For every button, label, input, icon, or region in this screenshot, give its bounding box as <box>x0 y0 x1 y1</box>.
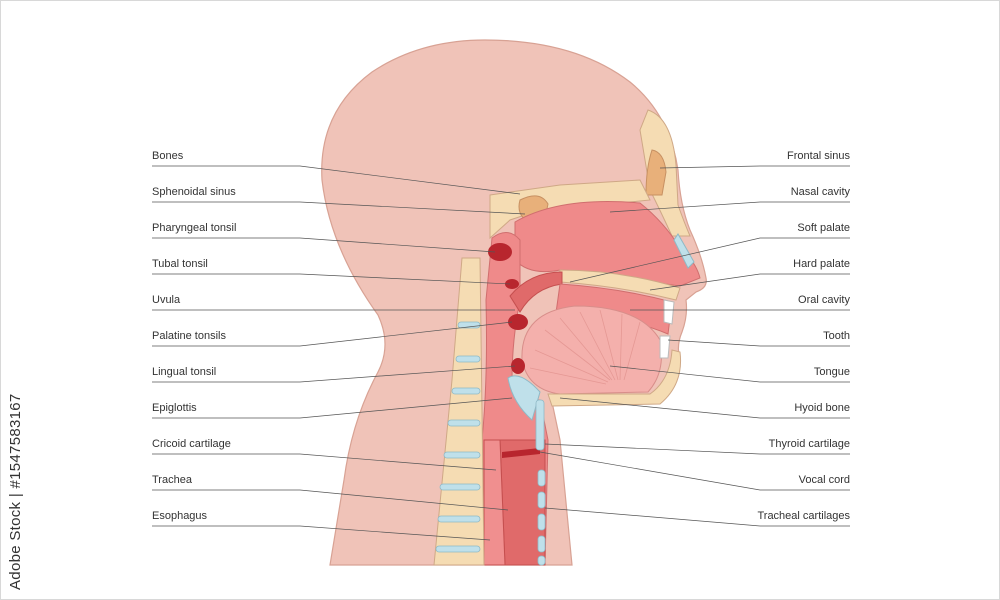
label-palatine-tonsils: Palatine tonsils <box>152 330 226 343</box>
label-uvula: Uvula <box>152 294 180 307</box>
label-vocal-cord: Vocal cord <box>799 474 850 487</box>
watermark-text: Adobe Stock | #1547583167 <box>7 360 24 590</box>
label-epiglottis: Epiglottis <box>152 402 197 415</box>
label-soft-palate: Soft palate <box>797 222 850 235</box>
label-thyroid-cartilage: Thyroid cartilage <box>769 438 850 451</box>
label-tooth: Tooth <box>823 330 850 343</box>
label-pharyngeal-tonsil: Pharyngeal tonsil <box>152 222 236 235</box>
label-sphenoidal-sinus: Sphenoidal sinus <box>152 186 236 199</box>
label-trachea: Trachea <box>152 474 192 487</box>
label-hyoid-bone: Hyoid bone <box>794 402 850 415</box>
label-oral-cavity: Oral cavity <box>798 294 850 307</box>
label-tongue: Tongue <box>814 366 850 379</box>
label-bones: Bones <box>152 150 183 163</box>
label-nasal-cavity: Nasal cavity <box>791 186 850 199</box>
upper-tooth-shape <box>664 300 674 324</box>
lower-tooth-shape <box>660 336 670 358</box>
label-tubal-tonsil: Tubal tonsil <box>152 258 208 271</box>
label-esophagus: Esophagus <box>152 510 207 523</box>
label-frontal-sinus: Frontal sinus <box>787 150 850 163</box>
label-hard-palate: Hard palate <box>793 258 850 271</box>
label-cricoid-cartilage: Cricoid cartilage <box>152 438 231 451</box>
label-tracheal-cartilages: Tracheal cartilages <box>757 510 850 523</box>
label-lingual-tonsil: Lingual tonsil <box>152 366 216 379</box>
